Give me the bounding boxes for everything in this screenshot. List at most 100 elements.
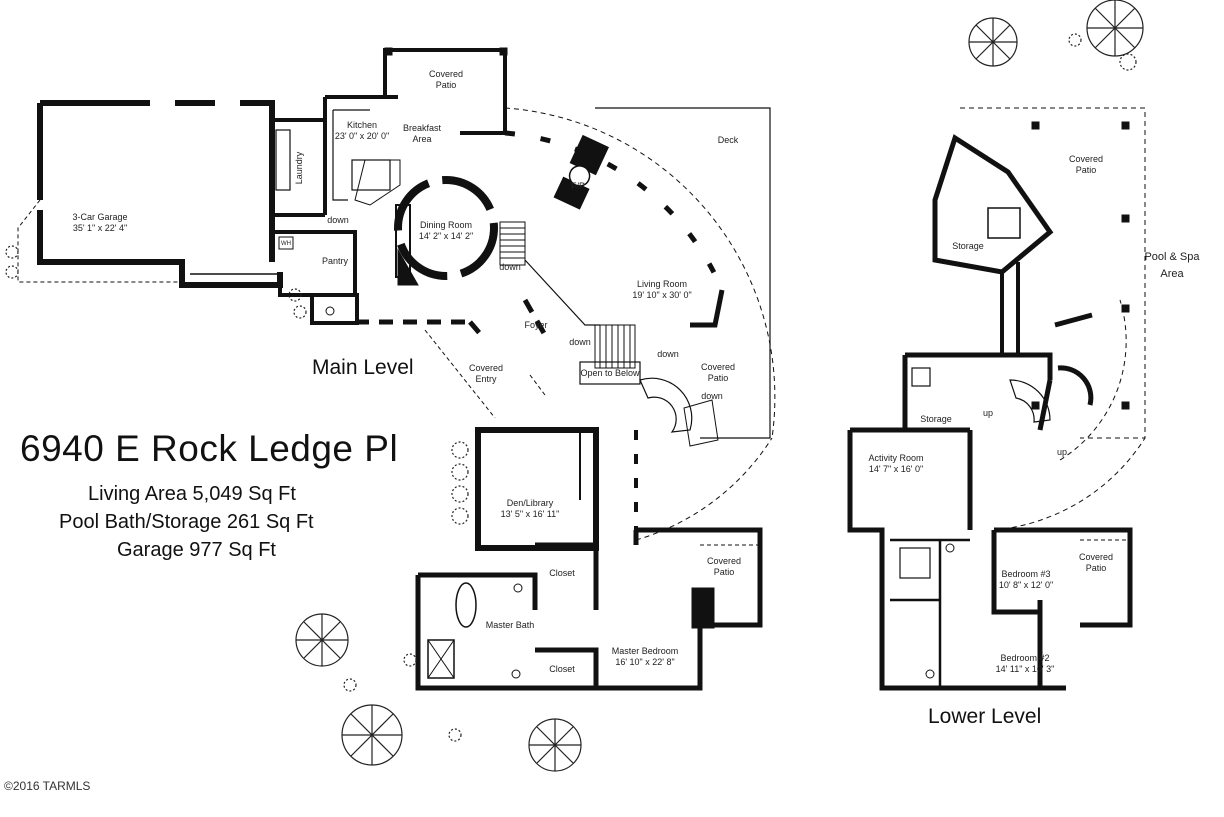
lower-spiral [1009, 379, 1051, 423]
property-address: 6940 E Rock Ledge Pl [20, 428, 399, 469]
landscape-trees [5, 0, 1144, 772]
foyer-wall [355, 298, 548, 338]
lower-level-title: Lower Level [928, 705, 1042, 728]
master-bedroom-walls [633, 527, 763, 628]
lower-arc-dash [993, 437, 1146, 531]
label-fp: F/P [571, 181, 585, 191]
lower-storage-box [911, 367, 931, 387]
hall-wall [524, 259, 600, 326]
lower-shower [899, 547, 931, 579]
patio-post [1031, 121, 1040, 130]
label-down: down [327, 215, 349, 225]
patio-post [384, 47, 393, 56]
toilet [513, 583, 523, 593]
open-to-below-box [579, 361, 641, 385]
fireplace [553, 134, 609, 210]
deck-outline [595, 107, 771, 439]
copyright-notice: ©2016 TARMLS [4, 779, 91, 793]
tree-icon [1086, 0, 1144, 57]
area-pool-bath-storage: Pool Bath/Storage 261 Sq Ft [59, 511, 314, 533]
stair-to-lower [594, 324, 636, 369]
lower-curve-dash [1059, 299, 1127, 461]
area-living: Living Area 5,049 Sq Ft [88, 483, 296, 505]
patio-post [1121, 121, 1130, 130]
breakfast-counter [354, 159, 401, 206]
kitchen-island [351, 159, 391, 191]
label-pantry: Pantry [322, 256, 349, 266]
toilet [325, 306, 335, 316]
deck-stair [683, 399, 719, 447]
dining-corner [397, 248, 419, 286]
shrub-icon [5, 33, 1137, 742]
label-up: up [1057, 447, 1067, 457]
label-down: down [499, 262, 521, 272]
main-stair [499, 221, 526, 266]
pool-wall [1054, 312, 1093, 328]
label-down: down [657, 349, 679, 359]
toilet [925, 669, 935, 679]
tree-icon [968, 17, 1018, 67]
den-walls [475, 427, 599, 551]
main-level-title: Main Level [312, 356, 414, 379]
storage-wedge [932, 134, 1054, 275]
label-wh: WH [281, 241, 291, 247]
bed-fireplace [691, 587, 715, 629]
bathtub [455, 582, 477, 628]
shower-x [427, 639, 455, 679]
spiral-stair [639, 377, 693, 433]
master-bath-walls [415, 542, 703, 691]
label-down: down [701, 391, 723, 401]
lower-bath-walls [890, 538, 970, 688]
label-open-to-below: Open to Below [580, 368, 640, 378]
living-wall-stub [690, 289, 725, 328]
laundry-walls [272, 118, 357, 297]
lower-level-plan [847, 107, 1146, 691]
powder-room [310, 293, 359, 325]
master-arc-dash [635, 437, 773, 541]
area-garage: Garage 977 Sq Ft [117, 539, 276, 561]
laundry-counter [275, 129, 291, 191]
label-closet-b: Closet [549, 664, 575, 674]
patio-post [1121, 214, 1130, 223]
label-foyer: Foyer [524, 320, 547, 330]
dining-round-wall [394, 176, 498, 280]
label-master-bath: Master Bath [486, 620, 535, 630]
storage-box [987, 207, 1021, 239]
living-arc-dash [504, 107, 776, 439]
kitchen-counter [332, 109, 370, 201]
tree-icon [528, 718, 582, 772]
kitchen-walls [323, 48, 507, 215]
patio-post [1121, 401, 1130, 410]
patio-post [499, 47, 508, 56]
toilet [945, 543, 955, 553]
patio-post [1031, 401, 1040, 410]
lower-patio-outline [960, 107, 1146, 439]
label-closet-a: Closet [549, 568, 575, 578]
tree-icon [341, 704, 403, 766]
bed3-walls [991, 527, 1133, 688]
label-deck: Deck [718, 135, 739, 145]
label-down: down [569, 337, 591, 347]
label-storage-a: Storage [952, 241, 984, 251]
label-up: up [983, 408, 993, 418]
label-laundry: Laundry [294, 151, 304, 184]
label-storage-b: Storage [920, 414, 952, 424]
wh-box [278, 236, 294, 250]
